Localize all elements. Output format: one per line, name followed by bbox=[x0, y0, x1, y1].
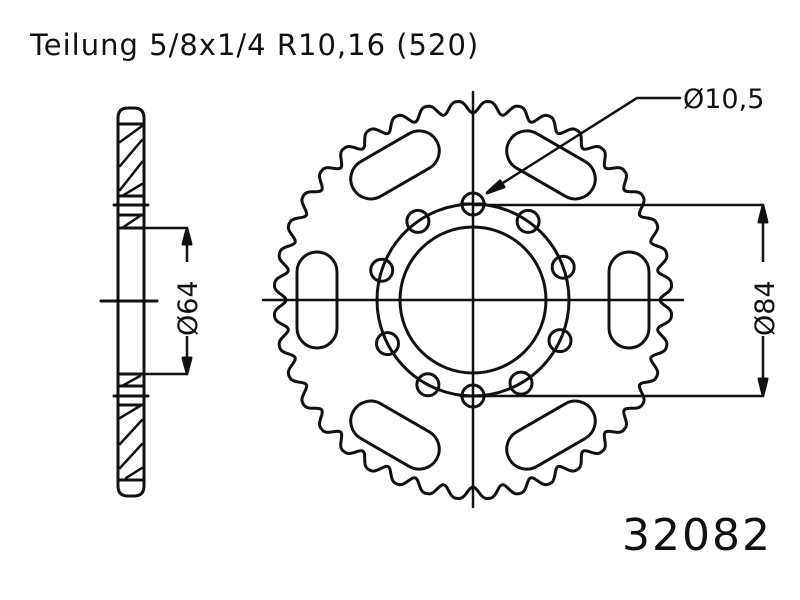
sprocket-front-view bbox=[261, 90, 769, 509]
side-view bbox=[99, 106, 193, 498]
bolt-hole bbox=[550, 254, 576, 280]
bolt-hole bbox=[405, 208, 431, 234]
part-number: 32082 bbox=[622, 510, 772, 561]
bolt-hole bbox=[515, 208, 541, 234]
bolt-hole bbox=[375, 331, 400, 357]
lightening-slot bbox=[349, 129, 441, 201]
bolt-hole bbox=[369, 257, 395, 283]
hub-diameter-label: Ø64 bbox=[173, 280, 204, 336]
bolt-hole bbox=[415, 372, 441, 398]
hole-diameter-label: Ø10,5 bbox=[683, 84, 764, 115]
bolt-circle-diameter-label: Ø84 bbox=[750, 280, 781, 336]
lightening-slot bbox=[505, 399, 597, 471]
bolt-hole bbox=[547, 328, 573, 354]
lightening-slot bbox=[505, 129, 597, 201]
bolt-hole bbox=[508, 370, 534, 396]
drawing-title: Teilung 5/8x1/4 R10,16 (520) bbox=[30, 28, 480, 62]
lightening-slot bbox=[349, 399, 441, 471]
